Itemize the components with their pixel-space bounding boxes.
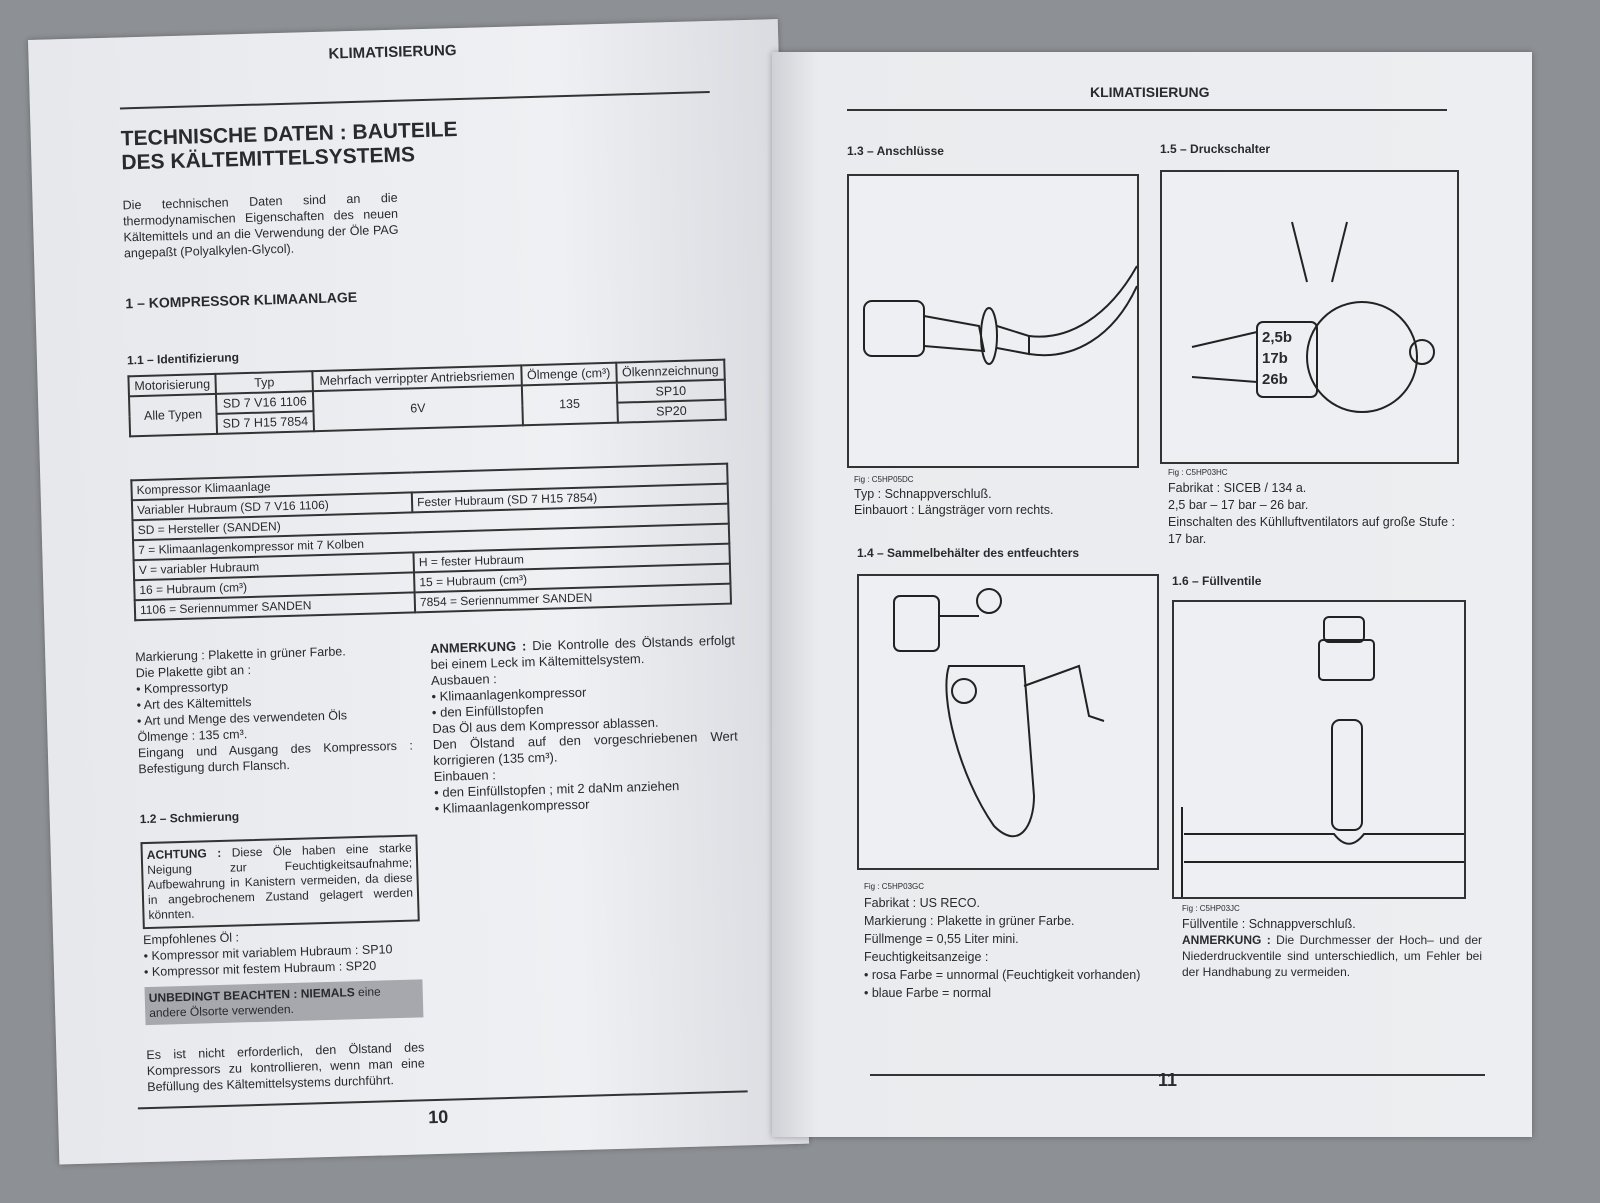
page-header: KLIMATISIERUNG — [328, 42, 457, 63]
header-rule — [119, 90, 710, 110]
page-title: TECHNISCHE DATEN : BAUTEILE DES KÄLTEMIT… — [120, 118, 458, 175]
page-number: 10 — [427, 1106, 449, 1128]
text-line: Markierung : Plakette in grüner Farbe. — [864, 914, 1075, 928]
table-cell: 135 — [521, 382, 618, 426]
connector-drawing — [863, 265, 1138, 365]
receiver-drier-text: Fabrikat : US RECO. Markierung : Plakett… — [864, 894, 1140, 1002]
subsection-heading: 1.2 – Schmierung — [139, 809, 240, 827]
connector-text: Typ : Schnappverschluß. Einbauort : Läng… — [854, 486, 1053, 518]
pressure-switch-text: Fabrikat : SICEB / 134 a. 2,5 bar – 17 b… — [1168, 480, 1468, 548]
recommended-block: Empfohlenes Öl : Kompressor mit variable… — [143, 924, 419, 980]
fill-valve-drawing — [1181, 616, 1464, 897]
marking-block: Markierung : Plakette in grüner Farbe. D… — [135, 642, 413, 778]
compressor-table: Kompressor Klimaanlage Variabler Hubraum… — [130, 463, 732, 622]
header-rule — [847, 109, 1447, 111]
page-number: 11 — [1158, 1070, 1178, 1090]
table-header: Motorisierung — [128, 373, 217, 397]
plate-list: Kompressortyp Art des Kältemittels Art u… — [136, 674, 412, 730]
pressure-label: 2,5b — [1262, 329, 1293, 346]
table-cell: 6V — [313, 385, 523, 432]
pressure-label: 26b — [1262, 371, 1288, 388]
connector-figure — [847, 174, 1139, 468]
table-cell: SD 7 H15 7854 — [216, 411, 315, 434]
text-line: Feuchtigkeitsanzeige : — [864, 950, 989, 964]
subsection-heading: 1.1 – Identifizierung — [126, 350, 240, 368]
text-line: Fabrikat : US RECO. — [864, 896, 980, 910]
table-cell: Alle Typen — [128, 393, 218, 437]
text-line: 2,5 bar – 17 bar – 26 bar. — [1168, 498, 1309, 512]
note-text: Die Durchmesser der Hoch– und der Nieder… — [1182, 933, 1482, 979]
note-label: ANMERKUNG : — [429, 638, 527, 657]
fill-valve-text: Füllventile : Schnappverschluß. ANMERKUN… — [1182, 916, 1482, 980]
final-text: Es ist nicht erforderlich, den Ölstand d… — [146, 1040, 425, 1095]
recommended-list: Kompressor mit variablem Hubraum : SP10 … — [143, 940, 419, 980]
caution-box: UNBEDINGT BEACHTEN : NIEMALS eine andere… — [144, 979, 424, 1026]
right-page: KLIMATISIERUNG 1.3 – Anschlüsse Fig : C5… — [772, 52, 1532, 1137]
intro-text: Die technischen Daten sind an die thermo… — [122, 190, 399, 261]
receiver-drier-drawing — [893, 588, 1105, 838]
text-line: Fabrikat : SICEB / 134 a. — [1168, 481, 1307, 495]
text-line: Einbauort : Längsträger vorn rechts. — [854, 503, 1054, 517]
text-line: Einschalten des Kühlluftventilators auf … — [1168, 515, 1455, 546]
table-cell: SP20 — [616, 399, 726, 423]
text-line: Füllventile : Schnappverschluß. — [1182, 917, 1356, 931]
list-item: rosa Farbe = unnormal (Feuchtigkeit vorh… — [864, 966, 1141, 984]
page-header: KLIMATISIERUNG — [1090, 84, 1210, 100]
pressure-switch-figure: 2,5b 17b 26b — [1160, 170, 1459, 464]
footer-rule — [870, 1074, 1485, 1076]
pressure-switch-drawing — [1191, 221, 1435, 413]
pressure-labels: 2,5b 17b 26b — [1262, 327, 1292, 390]
section-heading: 1.5 – Druckschalter — [1160, 142, 1271, 156]
caution-label: UNBEDINGT BEACHTEN : NIEMALS — [148, 985, 355, 1005]
table-cell: SD 7 V16 1106 — [216, 391, 314, 414]
text-line: Typ : Schnappverschluß. — [854, 487, 992, 501]
fill-valve-figure — [1172, 600, 1466, 899]
note-label: ANMERKUNG : — [1182, 933, 1271, 947]
figure-caption: Fig : C5HP05DC — [854, 475, 914, 484]
warning-label: ACHTUNG : — [146, 845, 222, 862]
identification-table: Motorisierung Typ Mehrfach verrippter An… — [127, 359, 726, 438]
table-header: Typ — [215, 371, 314, 394]
humidity-list: rosa Farbe = unnormal (Feuchtigkeit vorh… — [864, 966, 1141, 1002]
section-heading: 1 – KOMPRESSOR KLIMAANLAGE — [125, 288, 358, 312]
section-heading: 1.6 – Füllventile — [1172, 574, 1262, 588]
pressure-label: 17b — [1262, 350, 1288, 367]
figure-caption: Fig : C5HP03HC — [1168, 468, 1228, 477]
table-header: Ölmenge (cm³) — [521, 362, 617, 386]
section-heading: 1.4 – Sammelbehälter des entfeuchters — [857, 546, 1080, 560]
warning-box: ACHTUNG : Diese Öle haben eine starke Ne… — [140, 834, 420, 930]
in-out-text: Eingang und Ausgang des Kompressors : Be… — [137, 738, 414, 777]
oil-procedure: ANMERKUNG : Die Kontrolle des Ölstands e… — [430, 632, 740, 816]
section-heading: 1.3 – Anschlüsse — [847, 144, 944, 158]
left-page: KLIMATISIERUNG TECHNISCHE DATEN : BAUTEI… — [28, 19, 810, 1165]
list-item: blaue Farbe = normal — [864, 984, 1140, 1002]
receiver-drier-figure — [857, 574, 1159, 870]
figure-caption: Fig : C5HP03JC — [1182, 904, 1240, 913]
figure-caption: Fig : C5HP03GC — [864, 882, 925, 891]
text-line: Füllmenge = 0,55 Liter mini. — [864, 932, 1019, 946]
